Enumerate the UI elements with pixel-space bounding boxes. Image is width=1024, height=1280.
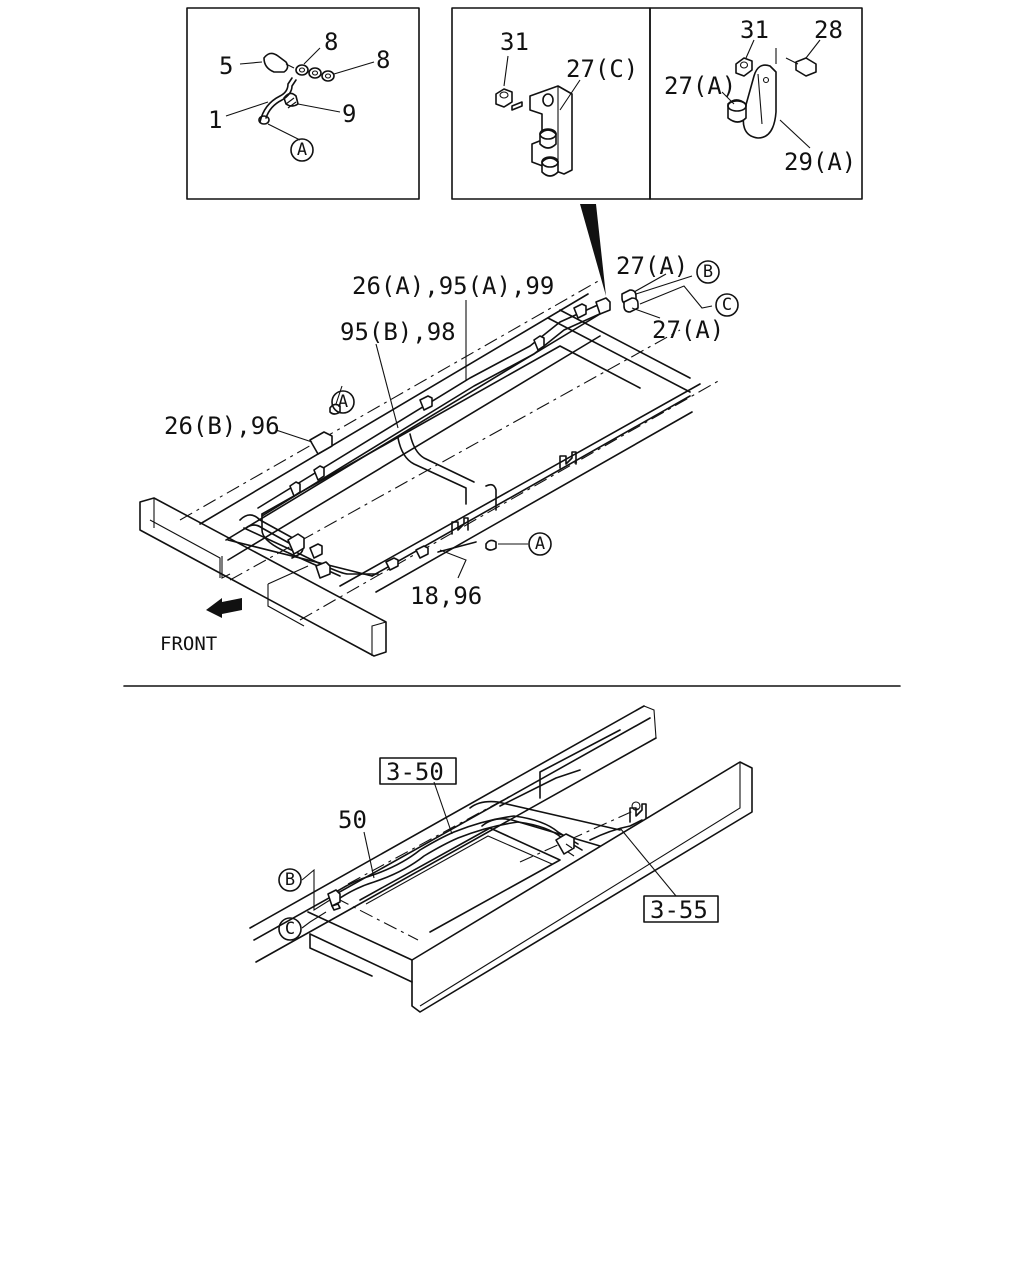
main-ref-a-bottom: A: [535, 534, 545, 554]
inset-left-label-5: 5: [219, 52, 233, 80]
main-frame-view: [139, 260, 739, 657]
inset-middle: 31 27(C): [451, 7, 651, 200]
inset-middle-label-27c: 27(C): [566, 55, 638, 83]
detail-pointer: [580, 204, 606, 296]
inset-right: 31 28 27(A) 29(A): [649, 7, 863, 200]
lower-boxed-ref-3-55: 3-55: [650, 896, 708, 924]
label-18-96: 18,96: [410, 582, 482, 610]
front-arrow-icon: [206, 598, 242, 618]
inset-left-label-1: 1: [208, 106, 222, 134]
inset-right-label-28: 28: [814, 16, 843, 44]
inset-left-ref-a: A: [297, 140, 307, 160]
label-95b-98: 95(B),98: [340, 318, 456, 346]
label-26a-95a-99: 26(A),95(A),99: [352, 272, 554, 300]
main-ref-c: C: [722, 295, 732, 315]
inset-middle-label-31: 31: [500, 28, 529, 56]
lower-frame-view: [249, 705, 753, 1013]
lower-ref-b: B: [285, 870, 295, 890]
lower-boxed-ref-3-50: 3-50: [386, 758, 444, 786]
inset-right-label-29a: 29(A): [784, 148, 856, 176]
label-27a-bottom: 27(A): [652, 316, 724, 344]
inset-left-label-8a: 8: [324, 28, 338, 56]
inset-right-label-31: 31: [740, 16, 769, 44]
main-ref-b: B: [703, 262, 713, 282]
lower-ref-c: C: [285, 919, 295, 939]
label-26b-96: 26(B),96: [164, 412, 280, 440]
front-label: FRONT: [160, 633, 217, 655]
label-27a-top: 27(A): [616, 252, 688, 280]
inset-left-label-9: 9: [342, 100, 356, 128]
inset-right-label-27a: 27(A): [664, 72, 736, 100]
inset-left: 5 8 8 1 9 A: [186, 7, 420, 200]
main-ref-a-top: A: [338, 392, 348, 412]
lower-label-50: 50: [338, 806, 367, 834]
inset-left-label-8b: 8: [376, 46, 390, 74]
